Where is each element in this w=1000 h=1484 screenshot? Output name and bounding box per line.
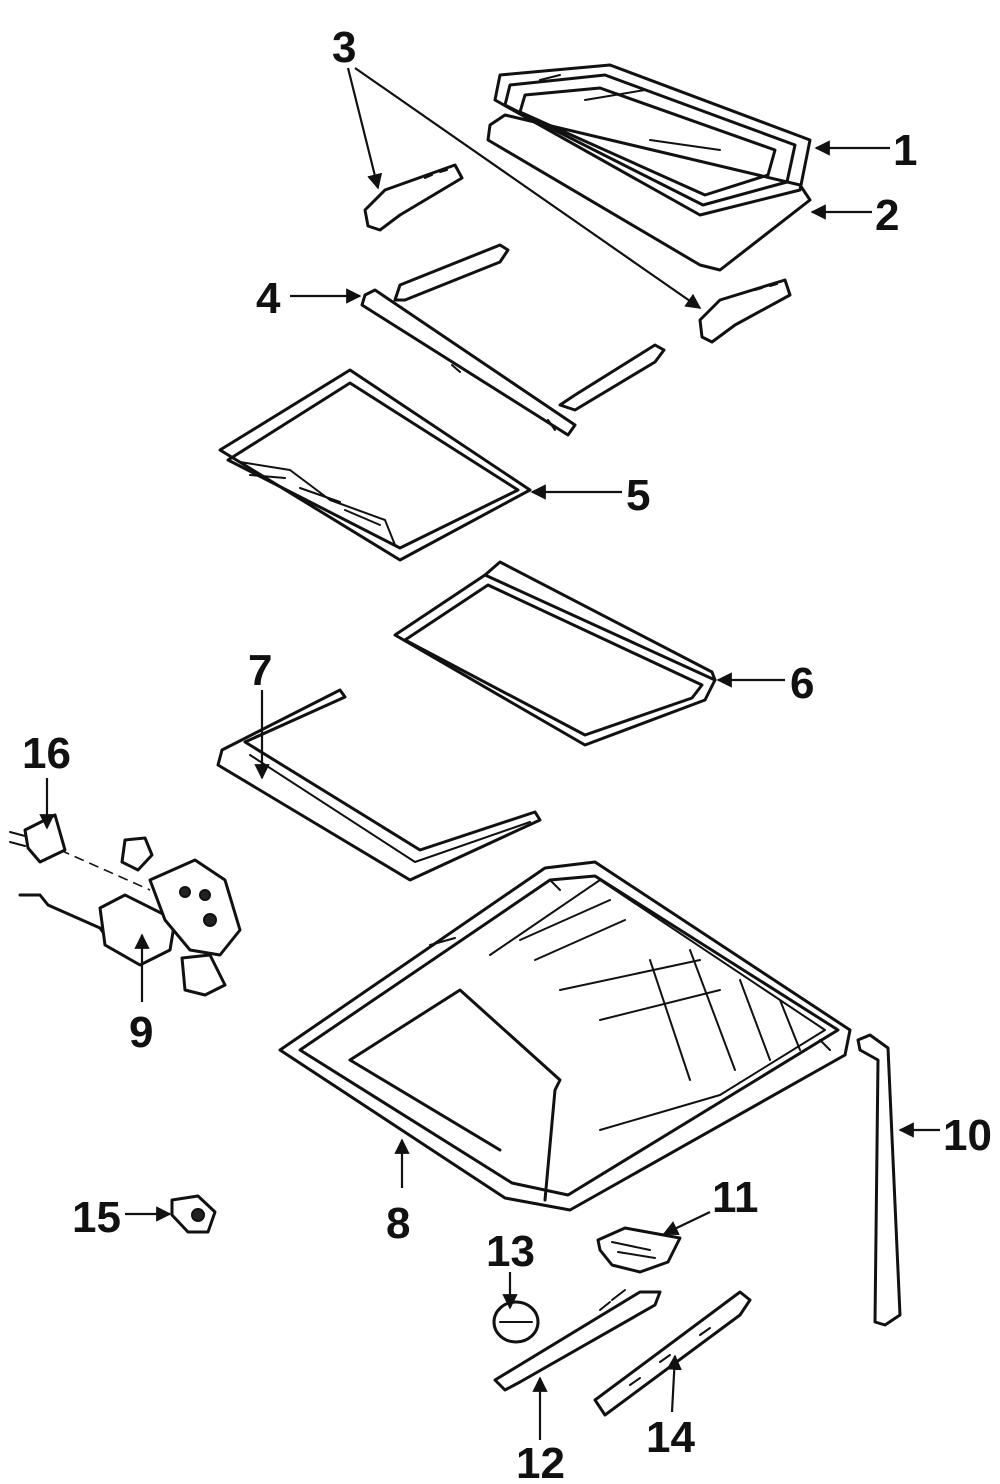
part-16-connector bbox=[9, 813, 67, 864]
part-6-frame bbox=[393, 560, 717, 747]
callout-13: 13 bbox=[486, 1227, 535, 1276]
part-13-knob bbox=[492, 1300, 540, 1344]
part-2-seal bbox=[486, 113, 812, 272]
callout-6: 6 bbox=[790, 659, 814, 708]
callout-7: 7 bbox=[248, 646, 272, 695]
callout-4: 4 bbox=[256, 274, 281, 323]
part-12-left-rail bbox=[493, 1289, 662, 1392]
part-15-grommet bbox=[170, 1194, 217, 1234]
callout-15: 15 bbox=[72, 1193, 121, 1242]
part-3-bracket-right bbox=[698, 278, 792, 344]
callout-1: 1 bbox=[893, 126, 917, 175]
part-4-guide-frame bbox=[360, 243, 666, 437]
leader-lines bbox=[39, 67, 940, 1440]
part-1-glass-panel bbox=[493, 63, 812, 217]
callout-3: 3 bbox=[332, 23, 356, 72]
callout-2: 2 bbox=[875, 191, 899, 240]
part-9-motor bbox=[18, 836, 242, 997]
callout-8: 8 bbox=[386, 1199, 410, 1248]
part-7-u-frame bbox=[216, 688, 542, 882]
part-10-drain-hose bbox=[856, 1033, 902, 1327]
callout-9: 9 bbox=[129, 1008, 153, 1057]
callout-10: 10 bbox=[943, 1111, 992, 1160]
part-8-main-tray bbox=[278, 860, 852, 1212]
callout-12: 12 bbox=[516, 1439, 565, 1484]
part-5-sunshade bbox=[218, 368, 532, 562]
part-3-bracket-left bbox=[363, 163, 464, 232]
callout-11: 11 bbox=[712, 1173, 759, 1222]
callout-5: 5 bbox=[626, 471, 650, 520]
callout-14: 14 bbox=[646, 1413, 695, 1462]
callout-labels: 1 2 3 4 5 6 7 8 9 10 11 12 13 14 15 16 bbox=[22, 23, 992, 1484]
callout-16: 16 bbox=[22, 729, 71, 778]
part-14-right-rail bbox=[593, 1290, 752, 1417]
part-11-clip bbox=[596, 1226, 682, 1274]
